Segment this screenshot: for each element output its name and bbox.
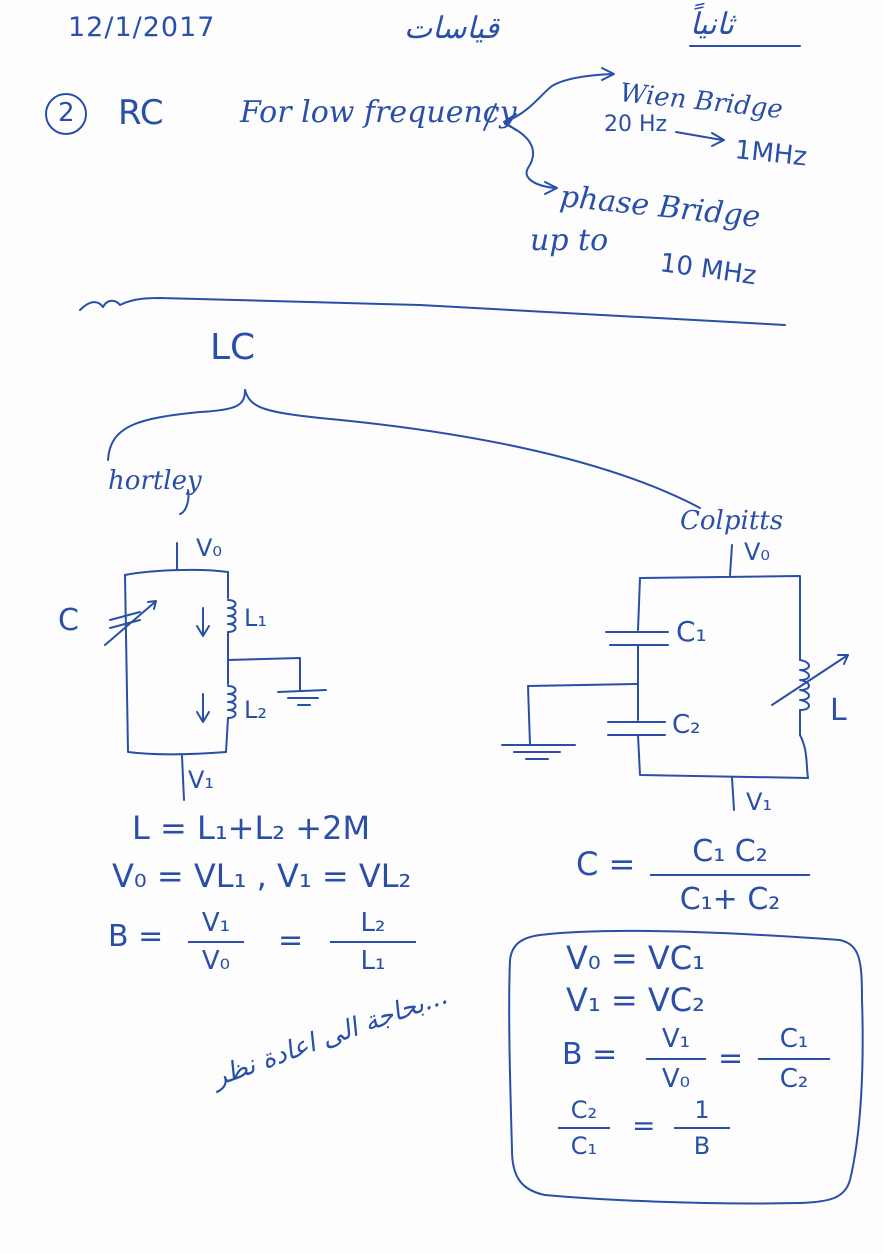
hartley-y-tail bbox=[179, 489, 190, 515]
hartley-capacitor-label: C bbox=[58, 603, 79, 638]
section-number: 2 bbox=[58, 98, 75, 128]
formula-box bbox=[508, 929, 864, 1205]
frequency-slash bbox=[483, 103, 497, 131]
colpitts-v0-label: V₀ bbox=[744, 538, 771, 566]
number-circle bbox=[45, 93, 87, 135]
colpitts-capacitance-prefix: C = bbox=[576, 845, 636, 883]
box-feedback-prefix: B = bbox=[562, 1037, 618, 1072]
box-feedback-fraction-1: V₁ V₀ bbox=[644, 1024, 708, 1096]
hartley-l1-label: L₁ bbox=[244, 604, 267, 632]
fraction-numerator: V₁ bbox=[661, 1024, 691, 1054]
fraction-numerator: C₂ bbox=[570, 1096, 598, 1124]
box-ratio-fraction-1: C₂ C₁ bbox=[556, 1096, 612, 1162]
fraction-denominator: V₀ bbox=[661, 1064, 691, 1094]
wien-range-end: 1MHz bbox=[733, 135, 809, 173]
colpitts-c2-label: C₂ bbox=[672, 710, 701, 740]
hartley-voltage-equation: V₀ = VL₁ , V₁ = VL₂ bbox=[112, 857, 412, 895]
branch-arrowhead-phase bbox=[544, 181, 558, 195]
separator-line bbox=[79, 297, 786, 326]
hartley-feedback-fraction-2: L₂ L₁ bbox=[328, 908, 418, 978]
colpitts-circuit bbox=[501, 544, 849, 811]
rc-frequency-note: For low frequency bbox=[240, 95, 517, 130]
branch-arrowhead-wien bbox=[601, 67, 615, 81]
fraction-numerator: C₁ C₂ bbox=[692, 834, 768, 869]
fraction-denominator: C₁ bbox=[570, 1132, 598, 1160]
fraction-denominator: C₁+ C₂ bbox=[679, 882, 781, 917]
box-v1-equation: V₁ = VC₂ bbox=[566, 981, 705, 1019]
lc-brace-right bbox=[244, 389, 701, 509]
fraction-numerator: V₁ bbox=[201, 908, 231, 938]
box-ratio-equals: = bbox=[632, 1109, 656, 1142]
phase-limit-label: up to bbox=[530, 223, 609, 258]
box-ratio-fraction-2: 1 B bbox=[672, 1096, 732, 1162]
subject-title-arabic: قياسات bbox=[404, 11, 500, 46]
range-arrowhead bbox=[711, 132, 725, 147]
colpitts-label: Colpitts bbox=[680, 506, 784, 536]
hartley-l2-label: L₂ bbox=[244, 696, 267, 724]
page-date: 12/1/2017 bbox=[68, 12, 216, 43]
fraction-denominator: V₀ bbox=[201, 946, 231, 976]
fraction-denominator: B bbox=[693, 1132, 711, 1160]
hartley-feedback-fraction-1: V₁ V₀ bbox=[186, 908, 246, 978]
fraction-numerator: C₁ bbox=[779, 1024, 809, 1054]
hartley-feedback-prefix: B = bbox=[108, 919, 164, 954]
colpitts-capacitance-fraction: C₁ C₂ C₁+ C₂ bbox=[650, 834, 810, 920]
rc-title: RC bbox=[118, 93, 164, 133]
colpitts-v1-label: V₁ bbox=[746, 788, 773, 816]
fraction-numerator: 1 bbox=[694, 1096, 710, 1124]
hartley-feedback-equals: = bbox=[278, 923, 304, 958]
section-heading-arabic: ثانياً bbox=[690, 7, 735, 42]
hartley-label: hortley bbox=[108, 466, 202, 496]
box-v0-equation: V₀ = VC₁ bbox=[566, 939, 705, 977]
hartley-circuit bbox=[104, 542, 327, 801]
branch-arrow-to-wien bbox=[504, 73, 613, 123]
lc-title: LC bbox=[210, 327, 256, 368]
branch-arrow-to-phase bbox=[504, 123, 556, 189]
wien-range-start: 20 Hz bbox=[604, 112, 668, 137]
fraction-numerator: L₂ bbox=[360, 908, 386, 938]
range-arrow bbox=[675, 131, 723, 141]
box-feedback-fraction-2: C₁ C₂ bbox=[756, 1024, 832, 1096]
box-feedback-equals: = bbox=[718, 1041, 744, 1076]
hartley-inductance-equation: L = L₁+L₂ +2M bbox=[132, 809, 371, 847]
hartley-v0-label: V₀ bbox=[196, 534, 223, 562]
fraction-denominator: L₁ bbox=[360, 946, 386, 976]
colpitts-c1-label: C₁ bbox=[676, 615, 707, 648]
fraction-denominator: C₂ bbox=[779, 1064, 809, 1094]
hartley-v1-label: V₁ bbox=[188, 766, 215, 794]
lc-brace bbox=[107, 389, 246, 461]
colpitts-inductor-label: L bbox=[830, 693, 847, 728]
